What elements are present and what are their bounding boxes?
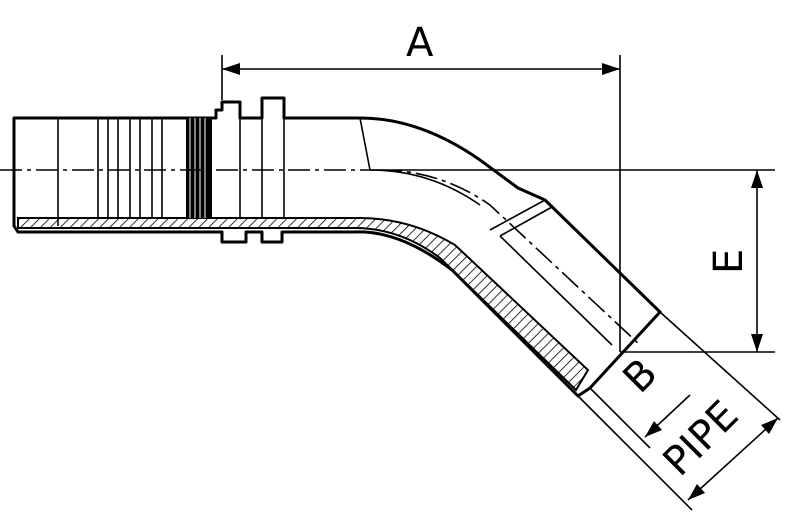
bend-start-line [359,117,371,171]
dimension-pipe: PIPE [655,392,779,501]
hatched-wall-section [17,217,590,392]
dimension-a: A [222,20,620,75]
knurl-section [186,118,212,218]
dimension-b-label: B [615,350,667,402]
barb-rings [97,118,163,218]
socket-line [489,199,546,231]
socket-line [499,206,553,237]
pipe-extension-line-right [659,311,781,421]
dimension-a-label: A [406,20,434,66]
dimension-e: E [706,170,763,352]
dimension-e-label: E [706,249,752,274]
pipe-extension-line [577,395,693,511]
socket-inner-line [499,235,613,346]
dimension-pipe-label: PIPE [655,392,748,485]
b-extension-line [589,387,651,449]
